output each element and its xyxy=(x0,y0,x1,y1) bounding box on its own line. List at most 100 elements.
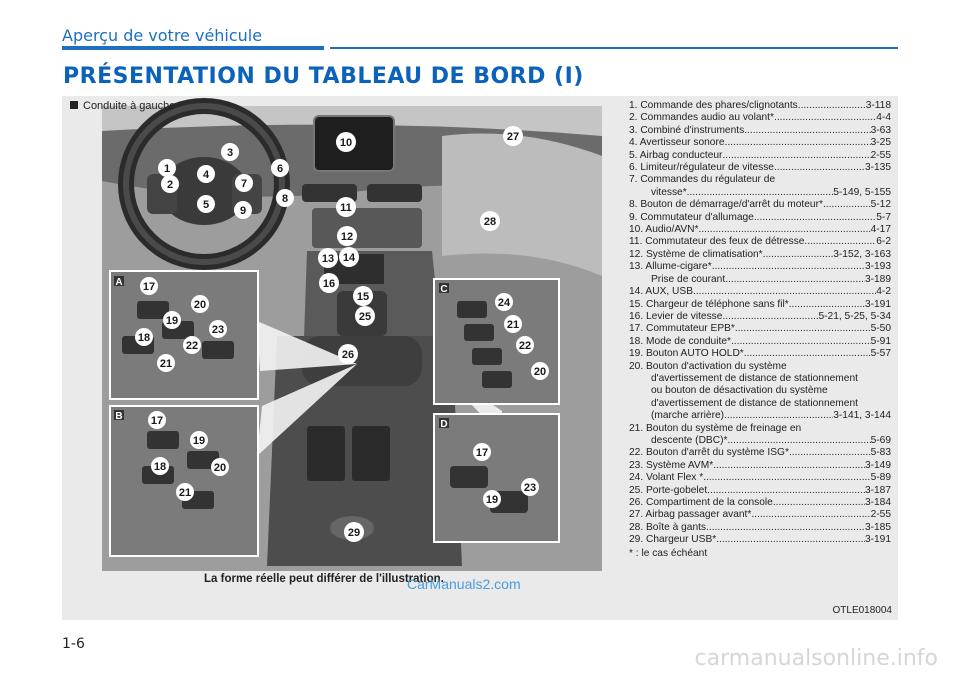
legend-footnote: * : le cas échéant xyxy=(629,547,708,559)
callout-D-23: 23 xyxy=(524,482,536,494)
header-rule-thick xyxy=(62,46,324,50)
callout-10: 10 xyxy=(340,137,352,149)
legend-group-3: 14. AUX, USB4-215. Chargeur de téléphone… xyxy=(629,286,891,360)
callout-15: 15 xyxy=(357,291,369,303)
legend-item: 25. Porte-gobelet3-187 xyxy=(629,485,891,497)
callout-12: 12 xyxy=(341,231,353,243)
page-number: 1-6 xyxy=(62,636,85,652)
callout-16: 16 xyxy=(323,278,335,290)
inset-D: D xyxy=(433,413,560,543)
callout-A-20: 20 xyxy=(194,299,206,311)
rear-vent-right xyxy=(352,426,390,481)
legend-item: 27. Airbag passager avant*2-55 xyxy=(629,509,891,521)
legend-item: 26. Compartiment de la console3-184 xyxy=(629,497,891,509)
legend-item: 17. Commutateur EPB*5-50 xyxy=(629,323,891,335)
callouts-inset-A: 17 20 19 18 23 22 21 xyxy=(135,277,227,372)
callout-6: 6 xyxy=(277,163,283,175)
legend-item: 23. Système AVM*3-149 xyxy=(629,460,891,472)
steering-wheel-rim xyxy=(123,103,285,265)
callout-A-19: 19 xyxy=(166,315,178,327)
legend-item: 15. Chargeur de téléphone sans fil*3-191 xyxy=(629,299,891,311)
legend-item: 13. Allume-cigare*3-193 xyxy=(629,261,891,273)
legend-item-20-line3: ou bouton de désactivation du système xyxy=(651,385,828,397)
callout-C-24: 24 xyxy=(498,297,511,309)
callout-2: 2 xyxy=(167,179,173,191)
legend-item-20-line5: (marche arrière)3-141, 3-144 xyxy=(629,410,891,422)
callouts-main: 1 2 3 4 5 6 7 8 9 10 11 12 13 14 15 16 2… xyxy=(158,126,523,542)
callout-14: 14 xyxy=(343,252,356,264)
callout-B-18: 18 xyxy=(154,461,166,473)
callout-8: 8 xyxy=(282,193,288,205)
callout-26: 26 xyxy=(342,349,354,361)
callouts-inset-B: 17 19 18 20 21 xyxy=(148,411,229,501)
armrest xyxy=(302,336,422,386)
steering-hub xyxy=(160,157,248,225)
callout-A-21: 21 xyxy=(160,358,172,370)
callout-29: 29 xyxy=(348,527,360,539)
legend-item: 3. Combiné d'instruments3-63 xyxy=(629,125,891,137)
callout-28: 28 xyxy=(484,216,496,228)
inset-C-letter: C xyxy=(440,284,447,295)
callout-25: 25 xyxy=(359,311,371,323)
connector-B xyxy=(257,364,357,456)
callout-C-20: 20 xyxy=(534,366,546,378)
callout-D-17: 17 xyxy=(476,447,488,459)
callout-A-23: 23 xyxy=(212,324,224,336)
legend-item: 10. Audio/AVN*4-17 xyxy=(629,224,891,236)
legend-item: 28. Boîte à gants3-185 xyxy=(629,522,891,534)
variant-label-text: Conduite à gauche xyxy=(83,100,176,112)
callout-1: 1 xyxy=(164,163,170,175)
bullet-square xyxy=(70,101,78,109)
callout-C-22: 22 xyxy=(519,340,531,352)
callout-9: 9 xyxy=(240,205,246,217)
callout-B-21: 21 xyxy=(179,487,191,499)
legend-item: 19. Bouton AUTO HOLD*5-57 xyxy=(629,348,891,360)
callout-13: 13 xyxy=(322,253,334,265)
legend-item: 1. Commande des phares/clignotants3-118 xyxy=(629,100,891,112)
connector-A xyxy=(257,321,357,371)
figure-code: OTLE018004 xyxy=(832,605,893,616)
callout-11: 11 xyxy=(340,202,352,214)
legend-item: 29. Chargeur USB*3-191 xyxy=(629,534,891,546)
legend-item: 8. Bouton de démarrage/d'arrêt du moteur… xyxy=(629,199,891,211)
legend-item-20-line4: d'avertissement de distance de stationne… xyxy=(651,397,858,409)
legend-item: 16. Levier de vitesse5-21, 5-25, 5-34 xyxy=(629,311,891,323)
callouts-inset-C: 24 21 22 20 xyxy=(495,293,549,380)
callout-7: 7 xyxy=(241,178,247,190)
dashboard-illustration: A B C D xyxy=(102,98,602,571)
legend-item: 6. Limiteur/régulateur de vitesse3-135 xyxy=(629,162,891,174)
legend-item: 24. Volant Flex *5-89 xyxy=(629,472,891,484)
page-title: PRÉSENTATION DU TABLEAU DE BORD (I) xyxy=(63,64,584,89)
center-vent-right xyxy=(367,184,422,202)
legend-item: 22. Bouton d'arrêt du système ISG*5-83 xyxy=(629,447,891,459)
section-title: Aperçu de votre véhicule xyxy=(62,26,263,45)
passenger-dash xyxy=(442,133,602,276)
legend-group-4: 22. Bouton d'arrêt du système ISG*5-8323… xyxy=(629,447,891,546)
callout-A-18: 18 xyxy=(138,332,150,344)
carmanuals-watermark: CarManuals2.com xyxy=(407,576,521,592)
legend-item-20-line2: d'avertissement de distance de stationne… xyxy=(651,372,858,384)
legend-item-7-line2: vitesse*5-149, 5-155 xyxy=(629,187,891,199)
inset-B-letter: B xyxy=(115,411,122,422)
legend-item-7-line1: 7. Commandes du régulateur de xyxy=(629,174,776,186)
callout-D-19: 19 xyxy=(486,494,498,506)
climate-panel xyxy=(312,208,422,248)
legend-item: 11. Commutateur des feux de détresse6-2 xyxy=(629,236,891,248)
callouts-inset-D: 17 19 23 xyxy=(473,443,539,508)
legend-item: 5. Airbag conducteur2-55 xyxy=(629,150,891,162)
inset-A: A xyxy=(109,270,259,400)
legend-list: 1. Commande des phares/clignotants3-1182… xyxy=(629,100,891,560)
illustration-panel: A B C D xyxy=(62,96,898,620)
rear-vent-left xyxy=(307,426,345,481)
callout-3: 3 xyxy=(227,147,233,159)
legend-group-2: 8. Bouton de démarrage/d'arrêt du moteur… xyxy=(629,199,891,273)
legend-item: 4. Avertisseur sonore3-25 xyxy=(629,137,891,149)
legend-item-21-line2: descente (DBC)*5-69 xyxy=(629,435,891,447)
callout-27: 27 xyxy=(507,131,519,143)
inset-D-letter: D xyxy=(440,419,447,430)
legend-item: 2. Commandes audio au volant*4-4 xyxy=(629,112,891,124)
legend-item: 12. Système de climatisation*3-152, 3-16… xyxy=(629,249,891,261)
callout-4: 4 xyxy=(203,169,210,181)
legend-item-21-line1: 21. Bouton du système de freinage en xyxy=(629,422,802,434)
legend-item: 9. Commutateur d'allumage5-7 xyxy=(629,212,891,224)
